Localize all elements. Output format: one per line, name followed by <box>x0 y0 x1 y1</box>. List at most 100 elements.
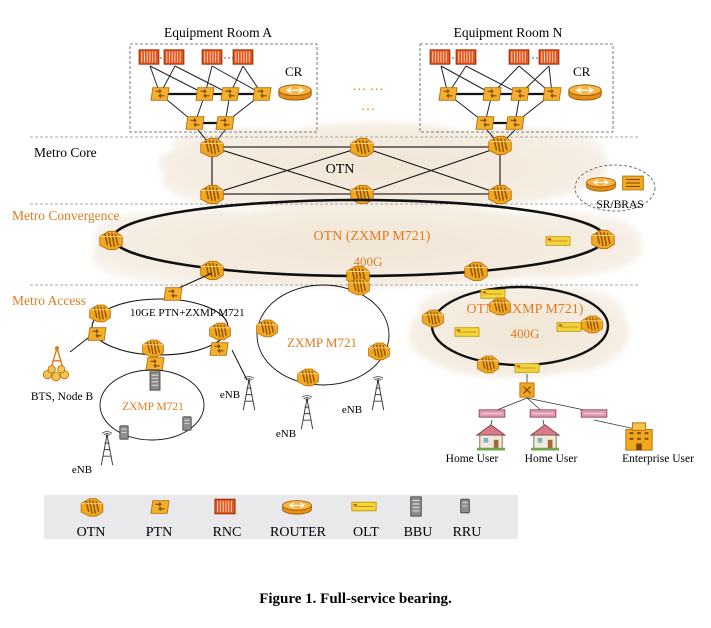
home-user-label-2: Home User <box>525 453 578 465</box>
rnc-icon <box>214 498 236 515</box>
antenna-tower-icon <box>242 376 256 411</box>
access-ptn-label: 10GE PTN+ZXMP M721 <box>130 307 245 319</box>
bts-label: BTS, Node B <box>31 391 94 403</box>
legend-label-otn: OTN <box>77 525 106 540</box>
ptn-icon <box>145 357 165 371</box>
bts-icon <box>42 345 70 382</box>
otn-icon <box>476 355 500 374</box>
home-gateway-icon <box>478 409 506 418</box>
home-gateway-icon <box>529 409 557 418</box>
home-icon <box>529 423 561 451</box>
enb-label-3: eNB <box>276 428 296 440</box>
rnc-icon <box>201 49 223 65</box>
ellipsis-dots: … … <box>352 79 384 94</box>
metro-core-cloud <box>157 122 608 212</box>
ptn-icon <box>150 87 170 101</box>
metro-convergence-cloud <box>92 203 642 288</box>
rnc-icon <box>455 49 477 65</box>
ellipsis-dots-lower: … <box>361 99 375 114</box>
core-ring-label: OTN <box>326 162 355 177</box>
router-icon <box>281 499 313 515</box>
rnc-icon <box>232 49 254 65</box>
enb-label-2: eNB <box>220 389 240 401</box>
otn-icon <box>200 184 224 205</box>
otn-icon <box>296 368 320 387</box>
ptn-icon <box>482 87 502 101</box>
legend-label-rnc: RNC <box>213 525 242 540</box>
rnc-icon <box>429 49 451 65</box>
ptn-icon <box>220 87 240 101</box>
cr-label-a: CR <box>285 64 303 79</box>
otn-icon <box>255 319 279 338</box>
layer-label-metro-access: Metro Access <box>12 293 86 308</box>
bras-icon <box>622 175 644 191</box>
access-ring-middle <box>256 284 390 386</box>
otn-icon <box>98 230 123 251</box>
ptn-icon <box>252 87 272 101</box>
home-user-label-1: Home User <box>446 453 499 465</box>
ptn-icon <box>438 87 458 101</box>
sr-bras-label: SR/BRAS <box>596 199 643 211</box>
rnc-icon <box>163 49 185 65</box>
access-left-ring-label: ZXMP M721 <box>122 401 184 413</box>
olt-icon <box>556 322 582 332</box>
access-right-ring-label: OTN (ZXMP M721) <box>467 302 584 317</box>
olt-icon <box>351 501 377 512</box>
legend: OTN PTN RNC ROUTER OLT BBU RRU <box>44 495 518 540</box>
layer-label-metro-core: Metro Core <box>34 145 97 160</box>
legend-label-ptn: PTN <box>146 525 172 540</box>
antenna-tower-icon <box>100 431 114 466</box>
otn-icon <box>488 297 512 316</box>
ptn-icon <box>510 87 530 101</box>
otn-icon <box>347 277 371 296</box>
otn-icon <box>80 497 104 517</box>
ptn-icon <box>505 116 525 130</box>
legend-label-router: ROUTER <box>270 525 327 540</box>
rnc-icon <box>538 49 560 65</box>
equipment-room-a-label: Equipment Room A <box>164 25 272 40</box>
rnc-icon <box>508 49 530 65</box>
olt-icon <box>454 327 480 337</box>
router-icon <box>278 84 312 101</box>
figure-caption: Figure 1. Full-service bearing. <box>259 591 452 607</box>
ptn-icon <box>195 87 215 101</box>
legend-label-olt: OLT <box>353 525 379 540</box>
bbu-icon <box>149 371 161 391</box>
ptn-icon <box>209 342 229 356</box>
otn-icon <box>367 342 391 361</box>
olt-icon <box>514 363 540 373</box>
convergence-ring-rate: 400G <box>354 254 383 269</box>
equipment-room-a: Equipment Room A CR <box>129 25 318 133</box>
legend-label-rru: RRU <box>453 525 482 540</box>
ptn-icon <box>185 116 205 130</box>
otn-icon <box>200 137 224 158</box>
otn-icon <box>488 135 512 156</box>
router-icon <box>586 177 616 192</box>
ptn-icon <box>163 287 183 301</box>
otn-icon <box>141 339 165 358</box>
otn-icon <box>350 137 374 158</box>
otn-icon <box>421 309 445 328</box>
sr-bras-group: SR/BRAS <box>574 164 656 212</box>
home-icon <box>475 423 507 451</box>
onu-icon <box>519 382 535 398</box>
bbu-icon <box>410 496 422 517</box>
rru-icon <box>460 498 470 514</box>
access-right-ring-rate: 400G <box>511 326 540 341</box>
router-icon <box>568 84 602 101</box>
layer-dividers <box>30 136 640 286</box>
access-ring-left-lower <box>99 369 205 441</box>
layer-label-metro-convergence: Metro Convergence <box>12 208 119 223</box>
ptn-icon <box>87 327 107 341</box>
otn-icon <box>208 322 232 341</box>
rnc-icon <box>138 49 160 65</box>
ptn-icon <box>215 116 235 130</box>
equipment-room-n-label: Equipment Room N <box>454 25 563 40</box>
otn-icon <box>591 229 615 250</box>
ptn-icon <box>475 116 495 130</box>
antenna-tower-icon <box>371 376 385 411</box>
antenna-tower-icon <box>300 395 314 430</box>
otn-icon <box>580 315 604 334</box>
otn-icon <box>88 304 112 323</box>
